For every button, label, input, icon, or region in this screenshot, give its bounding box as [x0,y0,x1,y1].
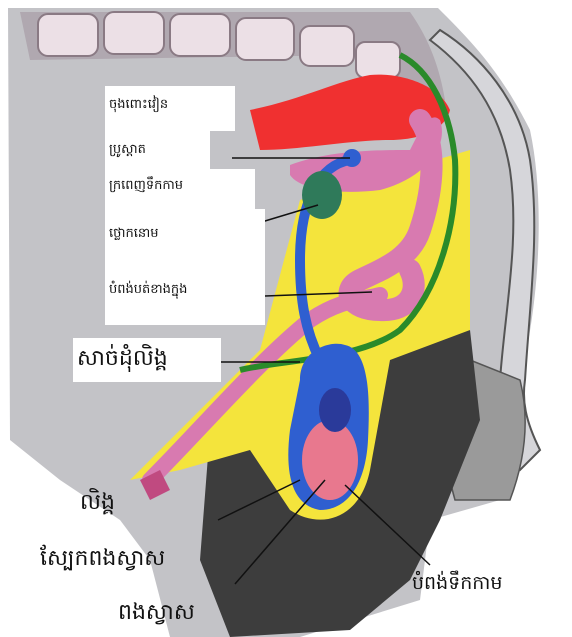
label-rectum: ចុងពោះវៀន [105,86,235,131]
label-vas-deferens: បំពង់ទឹកកាម [412,574,502,593]
seminal-vesicle [302,171,342,219]
label-inner-duct: បំពង់បត់ខាងក្នុង [105,265,265,325]
label-seminal-vesicle: ក្រពេញទឹកកាម [105,169,255,209]
label-penis-muscle: សាច់ដុំលិង្គ [73,338,221,382]
label-epididymis: ថ្លោកនោម [105,209,265,265]
label-prostate: ប្រូស្តាត [105,131,210,169]
testis [302,420,358,500]
label-penis: លិង្គ [80,492,115,514]
label-scrotum-skin: ស្បែកពងស្វាស [40,548,165,570]
epididymis-head [319,388,351,432]
label-testis: ពងស្វាស [118,602,195,624]
